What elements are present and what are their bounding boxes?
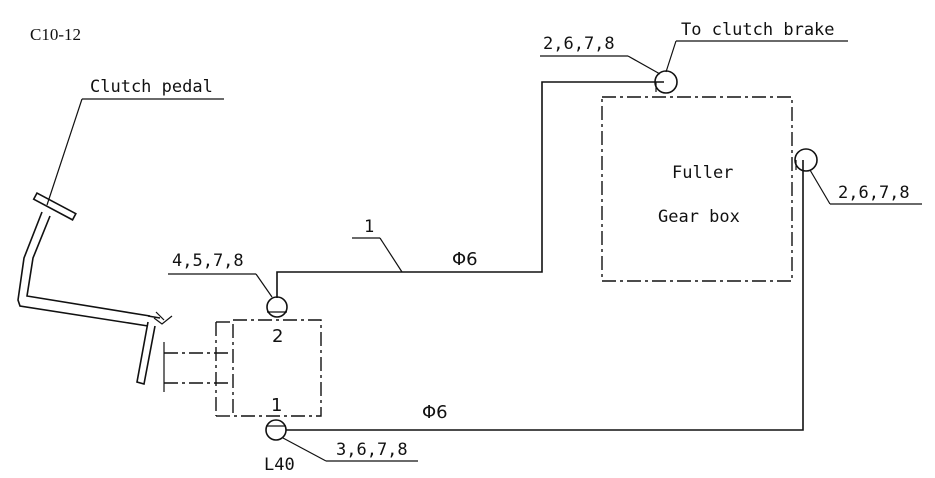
callout-port2-label: 4,5,7,8: [172, 251, 244, 271]
to-clutch-brake-label: To clutch brake: [681, 20, 835, 40]
upper-pipe: [276, 81, 664, 298]
gearbox-label-line2: Gear box: [658, 207, 740, 227]
callout-top-label: 2,6,7,8: [543, 34, 615, 54]
fitting-gearbox-right: [794, 148, 818, 172]
callout-right-leader: [809, 169, 831, 205]
clutch-pedal-leader: [46, 98, 83, 206]
pipe-number-label: 1: [364, 217, 374, 237]
pipe-diameter-upper: Φ6: [452, 249, 478, 270]
gearbox-label-line1: Fuller: [672, 163, 733, 183]
port-1-label: 1: [271, 395, 282, 416]
push-rods: [163, 342, 232, 392]
callout-top-leader: [627, 55, 661, 75]
callout-port1-leader: [282, 437, 327, 462]
pipe-diameter-lower: Φ6: [422, 402, 448, 423]
figure-code: C10-12: [30, 25, 81, 44]
fitting-port-2: [266, 296, 288, 318]
fitting-port-1: [265, 419, 287, 441]
fitting-l40-label: L40: [264, 455, 295, 475]
callout-port2-leader: [255, 273, 273, 298]
clutch-pedal-label: Clutch pedal: [90, 77, 213, 97]
port-2-label: 2: [272, 326, 283, 347]
master-cylinder: [215, 319, 322, 417]
callout-port1-label: 3,6,7,8: [336, 440, 408, 460]
callout-right-label: 2,6,7,8: [838, 183, 910, 203]
to-clutch-brake-leader: [665, 40, 677, 73]
clutch-pedal: [17, 191, 173, 386]
pipe-number-leader: [379, 237, 403, 273]
lower-pipe: [286, 160, 804, 431]
gearbox-outline: [601, 96, 793, 282]
